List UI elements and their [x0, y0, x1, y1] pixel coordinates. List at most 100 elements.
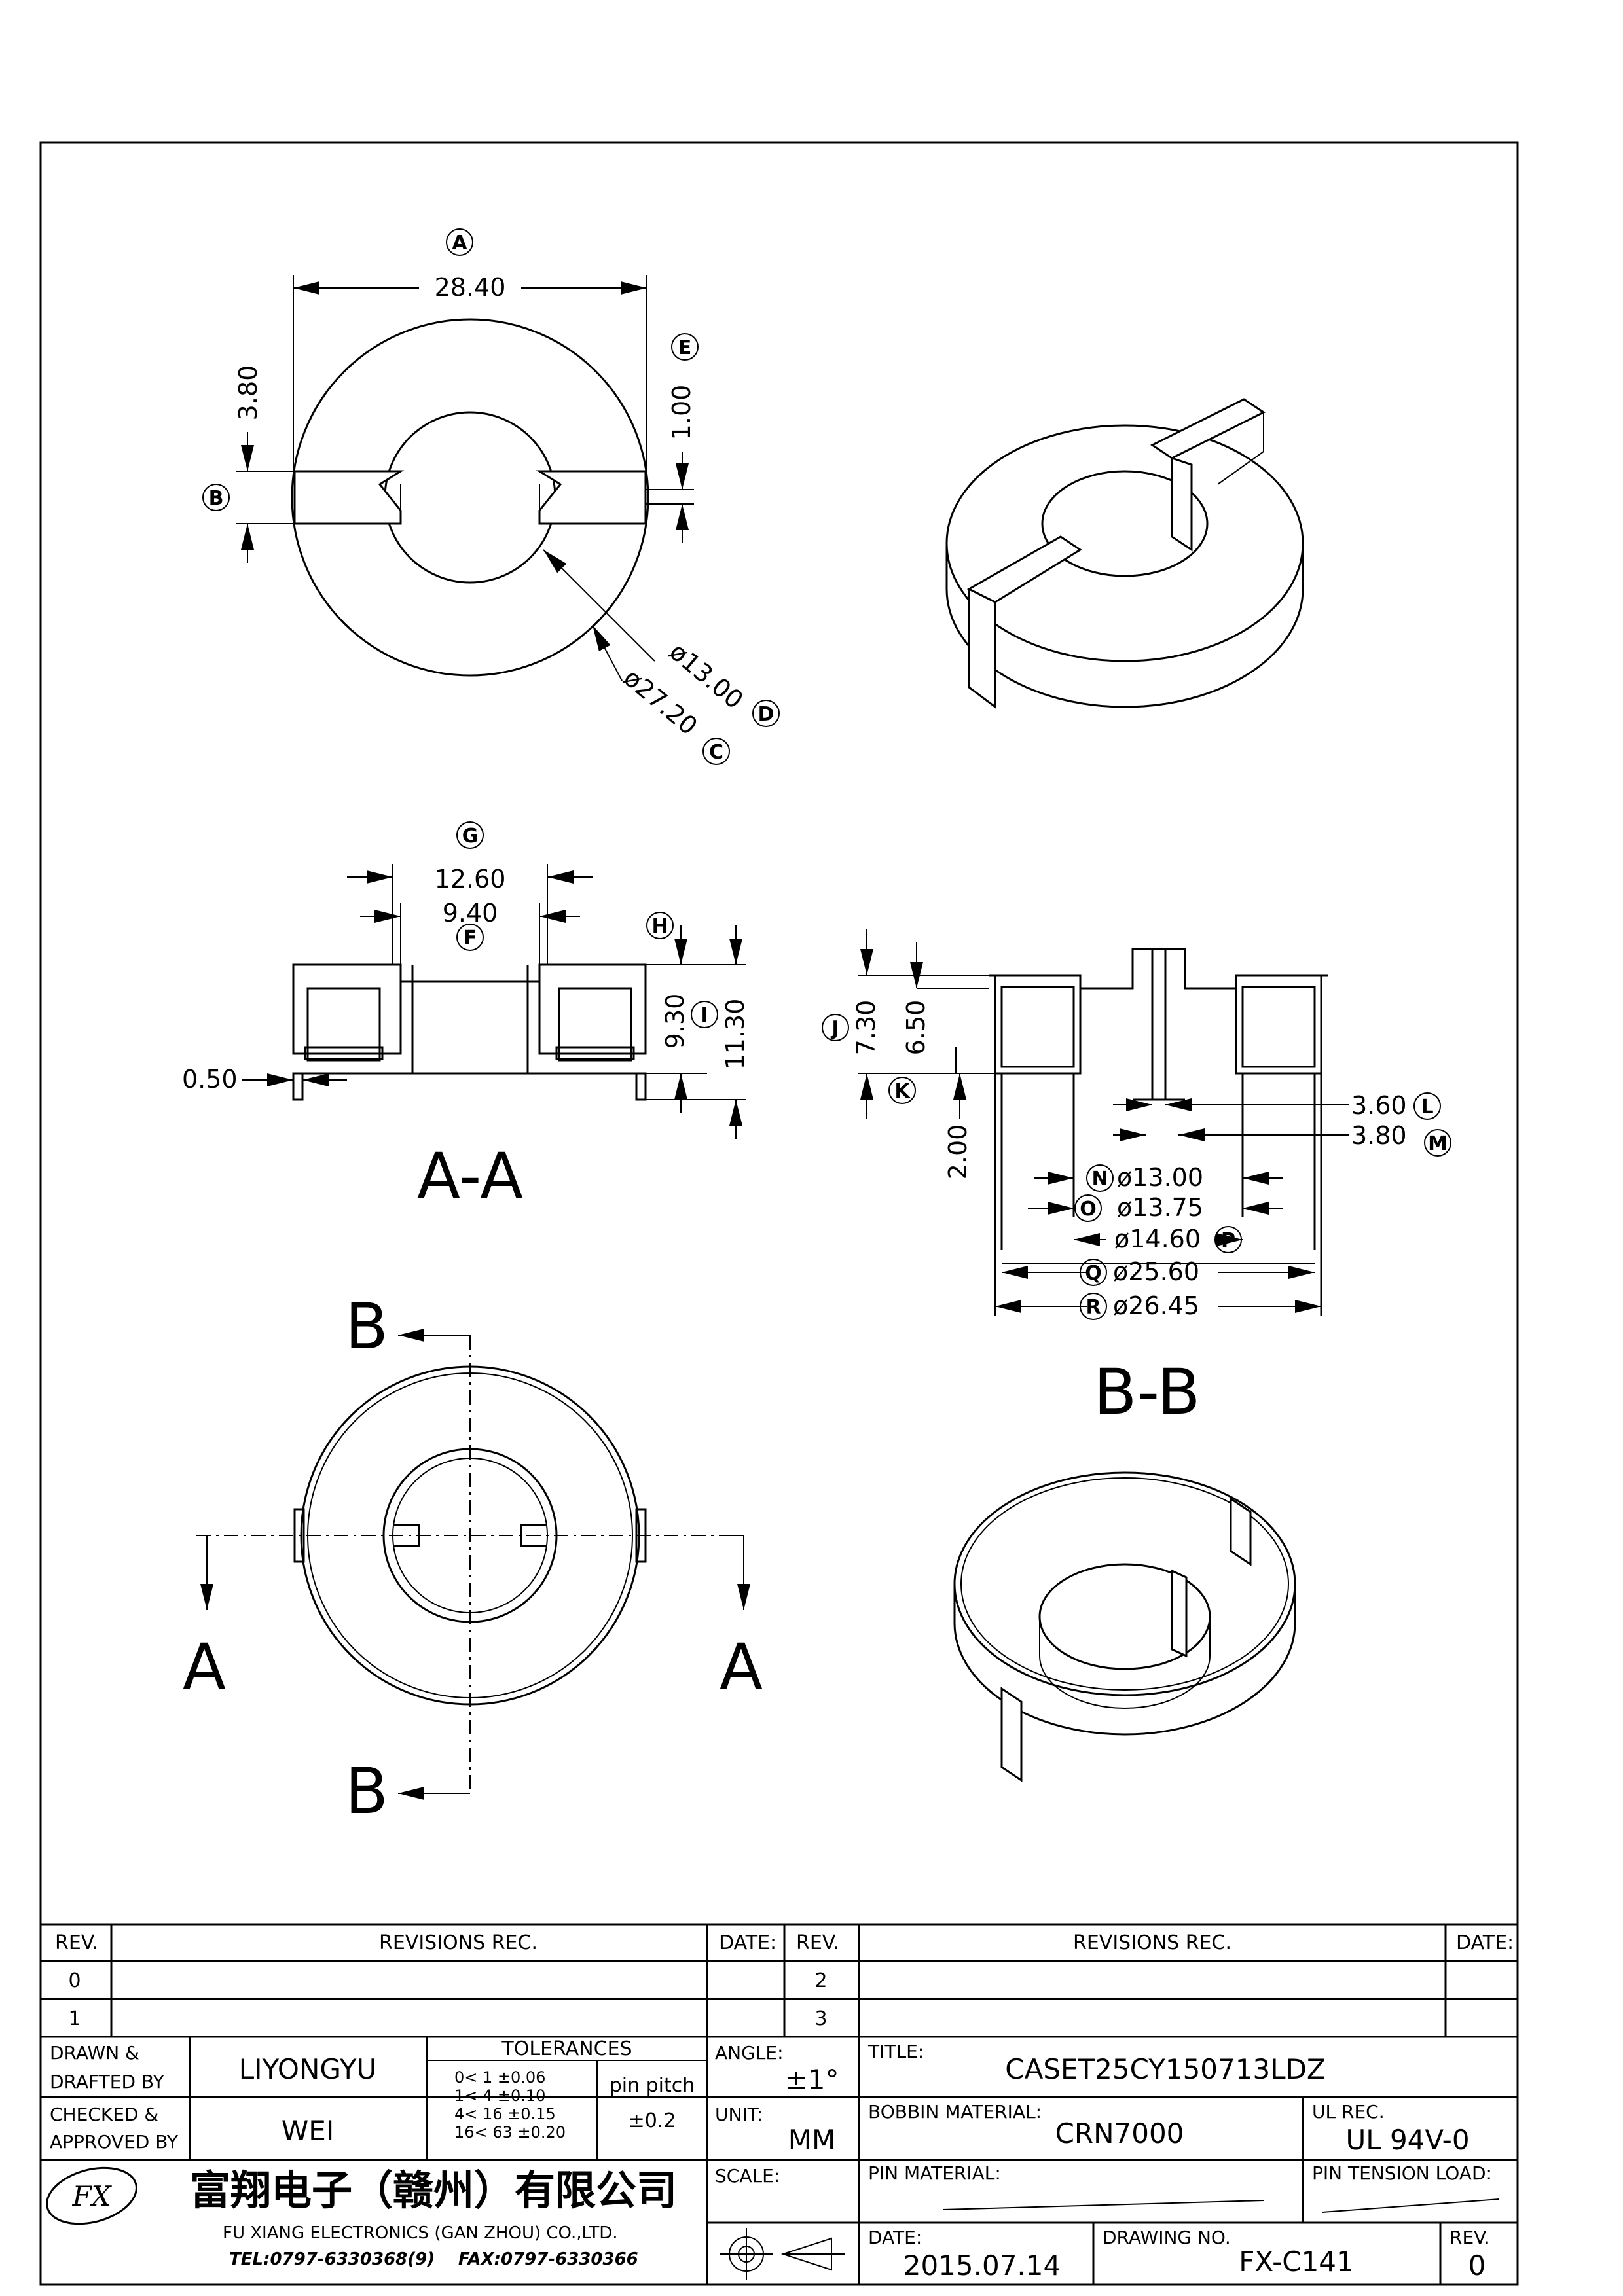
svg-text:16< 63 ±0.20: 16< 63 ±0.20: [454, 2123, 566, 2142]
dim-m-value: 3.80: [1351, 1121, 1407, 1150]
svg-text:G: G: [462, 825, 479, 848]
cut-a-right: A: [720, 1630, 763, 1704]
svg-text:M: M: [1428, 1132, 1448, 1155]
callout-markers: A B C D E F G H I J K L M N O P Q R: [202, 228, 1451, 1320]
svg-text:±0.2: ±0.2: [629, 2109, 676, 2132]
top-view: 28.40 3.80 1.00 ø13.00 ø27.20: [234, 273, 749, 741]
svg-text:O: O: [1080, 1198, 1097, 1221]
svg-text:REV.: REV.: [1450, 2227, 1490, 2248]
svg-text:ANGLE:: ANGLE:: [715, 2042, 784, 2064]
svg-text:CRN7000: CRN7000: [1055, 2117, 1184, 2149]
svg-text:A: A: [452, 232, 467, 255]
svg-text:DRAWN &: DRAWN &: [50, 2042, 139, 2064]
svg-text:UL REC.: UL REC.: [1312, 2101, 1385, 2123]
svg-text:REVISIONS REC.: REVISIONS REC.: [379, 1931, 538, 1954]
cut-a-left: A: [183, 1630, 226, 1704]
dim-l-value: 3.60: [1351, 1091, 1407, 1120]
left-tab: [293, 470, 405, 525]
svg-text:DATE:: DATE:: [719, 1931, 776, 1954]
svg-text:MM: MM: [788, 2124, 835, 2156]
svg-text:R: R: [1085, 1296, 1101, 1319]
svg-text:WEI: WEI: [282, 2115, 334, 2147]
section-bb: 7.30 6.50 2.00 3.60 3.80 ø13.00 ø13.75 ø…: [852, 929, 1407, 1429]
svg-text:pin pitch: pin pitch: [610, 2074, 695, 2097]
svg-text:TITLE:: TITLE:: [867, 2041, 924, 2062]
cut-b-top: B: [345, 1290, 388, 1363]
dim-pin-value: 0.50: [182, 1065, 238, 1094]
svg-text:1< 4 ±0.10: 1< 4 ±0.10: [454, 2087, 545, 2105]
dim-n-value: ø13.00: [1117, 1163, 1203, 1192]
cut-b-bottom: B: [345, 1755, 388, 1828]
svg-text:0< 1 ±0.06: 0< 1 ±0.06: [454, 2068, 545, 2087]
svg-text:1: 1: [68, 2007, 81, 2030]
svg-text:BOBBIN MATERIAL:: BOBBIN MATERIAL:: [868, 2101, 1042, 2123]
svg-text:K: K: [894, 1080, 911, 1103]
dim-p-value: ø14.60: [1114, 1225, 1201, 1253]
dim-o-value: ø13.75: [1117, 1193, 1203, 1222]
svg-text:H: H: [651, 915, 668, 938]
dim-r-value: ø26.45: [1113, 1291, 1199, 1320]
svg-text:PIN MATERIAL:: PIN MATERIAL:: [868, 2162, 1001, 2184]
svg-text:DRAWING NO.: DRAWING NO.: [1103, 2227, 1231, 2248]
svg-text:2: 2: [814, 1969, 827, 1992]
svg-text:P: P: [1221, 1229, 1235, 1252]
inner-hole: [384, 411, 556, 584]
company-name-en: FU XIANG ELECTRONICS (GAN ZHOU) CO.,LTD.: [223, 2223, 618, 2243]
dim-j-value: 7.30: [852, 1000, 881, 1056]
svg-text:SCALE:: SCALE:: [715, 2165, 780, 2187]
svg-text:LIYONGYU: LIYONGYU: [239, 2053, 376, 2085]
svg-text:CHECKED &: CHECKED &: [50, 2104, 158, 2125]
dim-b-value: 3.80: [234, 365, 263, 421]
svg-text:CASET25CY150713LDZ: CASET25CY150713LDZ: [1005, 2053, 1325, 2085]
svg-text:C: C: [709, 741, 723, 764]
iso-view-bottom: [953, 1471, 1296, 1782]
dim-a-value: 28.40: [435, 273, 506, 302]
dim-k-value: 2.00: [943, 1124, 972, 1180]
svg-text:DRAFTED BY: DRAFTED BY: [50, 2071, 165, 2092]
svg-text:B: B: [209, 487, 224, 510]
svg-text:I: I: [701, 1004, 708, 1027]
dim-f-value: 9.40: [443, 899, 498, 927]
svg-text:DATE:: DATE:: [1456, 1931, 1514, 1954]
dim-q-value: ø25.60: [1113, 1257, 1199, 1286]
dim-e-value: 1.00: [667, 385, 696, 440]
svg-text:2015.07.14: 2015.07.14: [903, 2250, 1061, 2282]
dim-j2-value: 6.50: [902, 1000, 930, 1056]
section-aa: 12.60 9.40 0.50 9.30 11.30 A-A: [182, 864, 750, 1213]
svg-text:REV.: REV.: [796, 1931, 839, 1954]
company-logo: FX: [46, 2166, 137, 2225]
dim-i-value: 11.30: [721, 999, 750, 1070]
svg-text:UL 94V-0: UL 94V-0: [1345, 2124, 1469, 2156]
svg-text:3: 3: [814, 2007, 827, 2030]
svg-text:APPROVED BY: APPROVED BY: [50, 2131, 179, 2153]
company-fax: FAX:0797-6330366: [458, 2250, 638, 2269]
section-bb-title: B-B: [1094, 1355, 1201, 1429]
svg-text:PIN TENSION LOAD:: PIN TENSION LOAD:: [1312, 2162, 1492, 2184]
title-block: REV. REVISIONS REC. DATE: REV. REVISIONS…: [41, 1923, 1518, 2284]
svg-text:N: N: [1091, 1168, 1108, 1191]
svg-text:Q: Q: [1085, 1262, 1102, 1285]
svg-text:±1°: ±1°: [785, 2064, 839, 2096]
svg-text:FX-C141: FX-C141: [1239, 2246, 1354, 2278]
svg-text:D: D: [758, 703, 775, 726]
svg-text:E: E: [678, 336, 692, 359]
iso-view-top: [945, 398, 1304, 709]
svg-text:DATE:: DATE:: [868, 2227, 922, 2248]
svg-text:FX: FX: [71, 2180, 112, 2212]
svg-text:0: 0: [68, 1969, 81, 1992]
svg-text:REVISIONS REC.: REVISIONS REC.: [1073, 1931, 1231, 1954]
svg-text:J: J: [830, 1017, 839, 1040]
svg-text:4< 16 ±0.15: 4< 16 ±0.15: [454, 2105, 556, 2123]
company-tel: TEL:0797-6330368(9): [229, 2250, 435, 2269]
svg-text:TOLERANCES: TOLERANCES: [501, 2037, 632, 2060]
dim-h-value: 9.30: [661, 994, 689, 1049]
dim-g-value: 12.60: [435, 865, 506, 893]
company-name-cn: 富翔电子（赣州）有限公司: [190, 2166, 677, 2214]
right-tab: [536, 470, 647, 525]
svg-text:F: F: [464, 927, 477, 950]
svg-text:0: 0: [1468, 2250, 1486, 2282]
svg-text:L: L: [1421, 1096, 1433, 1119]
outer-ring: [291, 318, 649, 677]
sheet-border: [39, 141, 1519, 2286]
